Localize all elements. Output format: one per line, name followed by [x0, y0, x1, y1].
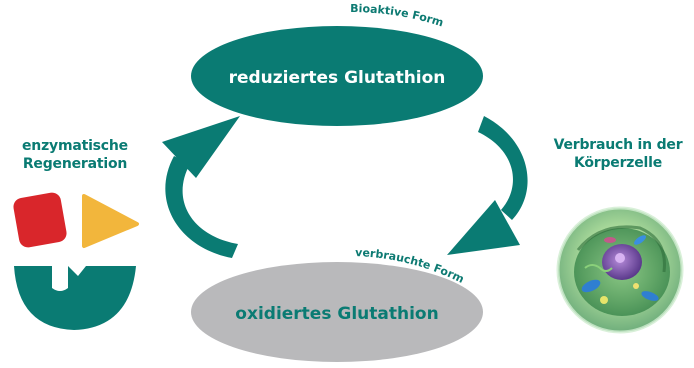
oxidized-glutathione-label: oxidiertes Glutathion	[235, 304, 438, 324]
reduced-glutathione-node: reduziertes Glutathion	[191, 26, 483, 126]
teal-enzyme-body-icon	[14, 266, 136, 330]
regeneration-arrow	[162, 116, 240, 258]
cell-consumption-caption: Verbrauch in der Körperzelle	[553, 137, 683, 171]
enzyme-shapes-icon	[13, 192, 139, 330]
consumption-arrow	[447, 116, 528, 255]
enzymatic-regeneration-caption: enzymatische Regeneration	[22, 138, 128, 172]
red-square-icon	[13, 192, 67, 248]
yellow-triangle-icon	[82, 194, 139, 248]
bioactive-form-tag: Bioaktive Form	[350, 2, 445, 30]
oxidized-glutathione-node: oxidiertes Glutathion	[191, 262, 483, 362]
reduced-glutathione-label: reduziertes Glutathion	[229, 68, 446, 88]
cell-illustration	[556, 206, 684, 334]
